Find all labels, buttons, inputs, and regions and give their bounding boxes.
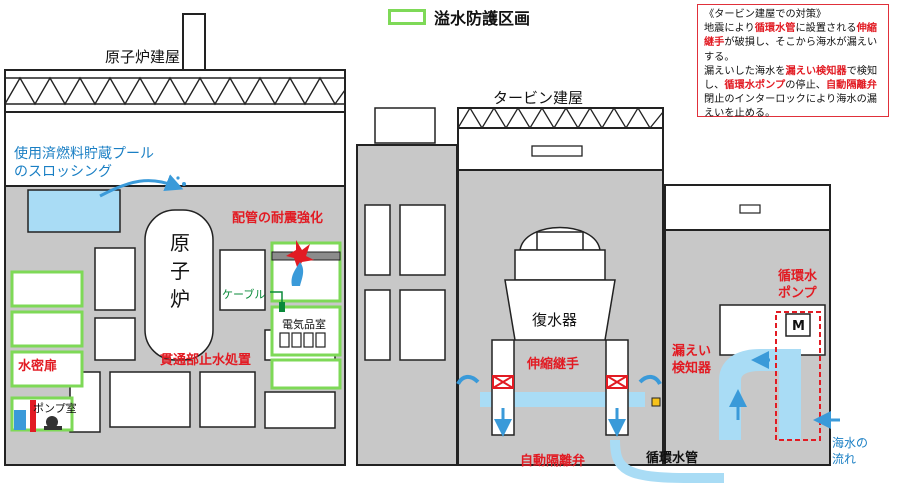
watertight-door-label: 水密扉	[18, 358, 57, 374]
leak-detector-label-2: 検知器	[672, 360, 712, 376]
countermeasure-note: 《タービン建屋での対策》 地震により循環水管に設置される伸縮継手が破損し、そこか…	[697, 4, 889, 119]
cable-label: ケーブル	[222, 287, 265, 301]
note-paragraph-2: 漏えいした海水を漏えい検知器で検知し、循環水ポンプの停止、自動隔離弁閉止のインタ…	[704, 65, 878, 120]
note-title: 《タービン建屋での対策》	[704, 9, 827, 20]
expansion-joint-label: 伸縮継手	[526, 356, 579, 372]
legend-label: 溢水防護区画	[434, 9, 531, 28]
circ-pipe-label: 循環水管	[646, 450, 698, 466]
legend: 溢水防護区画	[388, 5, 530, 29]
pump-room-label: ポンプ室	[33, 401, 77, 415]
condenser-label: 復水器	[532, 311, 577, 329]
reactor-truss	[4, 76, 346, 106]
motor-label: M	[792, 319, 805, 334]
spent-fuel-pool-label-1: 使用済燃料貯蔵プール	[14, 145, 154, 162]
seawater-label-2: 流れ	[832, 452, 856, 466]
legend-swatch	[388, 9, 426, 25]
pipe-seismic-label: 配管の耐震強化	[232, 210, 323, 226]
reactor-char-1: 原	[170, 231, 190, 255]
reactor-building	[4, 13, 346, 466]
diagram-labels: 原子炉建屋 タービン建屋 使用済燃料貯蔵プール のスロッシング 原 子 炉 配管…	[14, 48, 868, 469]
auto-isolation-valve-label: 自動隔離弁	[520, 453, 585, 469]
reactor-char-2: 子	[170, 259, 190, 283]
circ-pump-label-1: 循環水	[778, 268, 818, 284]
penetration-seal-label: 貫通部止水処置	[160, 352, 251, 368]
spent-fuel-pool-label-2: のスロッシング	[14, 164, 112, 180]
turbine-building	[356, 106, 840, 483]
reactor-vessel	[144, 209, 214, 361]
note-paragraph-1: 地震により循環水管に設置される伸縮継手が破損し、そこから海水が漏えいする。	[704, 23, 878, 63]
seawater-label-1: 海水の	[832, 435, 868, 450]
reactor-char-3: 炉	[170, 287, 190, 311]
reactor-building-label: 原子炉建屋	[105, 48, 180, 66]
circ-pump-label-2: ポンプ	[778, 285, 818, 301]
electrical-room-label: 電気品室	[282, 317, 326, 331]
turbine-building-label: タービン建屋	[493, 89, 583, 107]
leak-detector-label-1: 漏えい	[672, 343, 711, 359]
